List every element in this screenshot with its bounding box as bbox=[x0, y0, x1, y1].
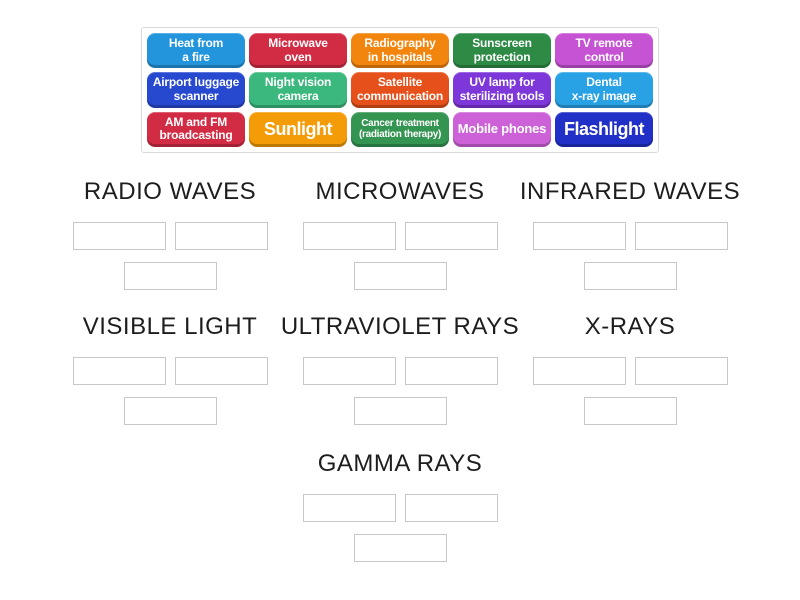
drop-slot[interactable] bbox=[532, 222, 626, 250]
slot-row bbox=[275, 397, 525, 425]
tile-uv-lamp[interactable]: UV lamp for sterilizing tools bbox=[453, 72, 551, 108]
drop-slot[interactable] bbox=[174, 357, 268, 385]
slot-row bbox=[505, 397, 755, 425]
group-title-x-rays: X-RAYS bbox=[584, 313, 676, 340]
group-title-ultraviolet-rays: ULTRAVIOLET RAYS bbox=[280, 313, 520, 340]
tile-sunlight[interactable]: Sunlight bbox=[249, 111, 347, 147]
drop-slot[interactable] bbox=[353, 534, 447, 562]
drop-slot[interactable] bbox=[404, 494, 498, 522]
drop-slot[interactable] bbox=[302, 357, 396, 385]
group-title-infrared-waves: INFRARED WAVES bbox=[519, 178, 741, 205]
tile-night-vision[interactable]: Night vision camera bbox=[249, 72, 347, 108]
tile-satellite[interactable]: Satellite communication bbox=[351, 72, 449, 108]
tile-sunscreen[interactable]: Sunscreen protection bbox=[453, 33, 551, 69]
tile-tv-remote[interactable]: TV remote control bbox=[555, 33, 653, 69]
slot-row bbox=[275, 534, 525, 562]
drop-slot[interactable] bbox=[532, 357, 626, 385]
drop-slot[interactable] bbox=[353, 262, 447, 290]
drop-slot[interactable] bbox=[302, 222, 396, 250]
group-visible-light: VISIBLE LIGHT bbox=[45, 315, 295, 425]
group-x-rays: X-RAYS bbox=[505, 315, 755, 425]
tile-bank: Heat from a fire Microwave oven Radiogra… bbox=[141, 27, 659, 153]
drop-slot[interactable] bbox=[634, 357, 728, 385]
group-title-microwaves: MICROWAVES bbox=[315, 178, 485, 205]
tile-heat-from-a-fire[interactable]: Heat from a fire bbox=[147, 33, 245, 69]
drop-slot[interactable] bbox=[174, 222, 268, 250]
group-title-visible-light: VISIBLE LIGHT bbox=[82, 313, 258, 340]
drop-slot[interactable] bbox=[72, 357, 166, 385]
tile-am-fm-broadcasting[interactable]: AM and FM broadcasting bbox=[147, 111, 245, 147]
slot-row bbox=[45, 262, 295, 290]
group-gamma-rays: GAMMA RAYS bbox=[275, 452, 525, 562]
group-ultraviolet-rays: ULTRAVIOLET RAYS bbox=[275, 315, 525, 425]
slot-row bbox=[45, 397, 295, 425]
drop-slot[interactable] bbox=[123, 397, 217, 425]
group-infrared-waves: INFRARED WAVES bbox=[505, 180, 755, 290]
drop-slot[interactable] bbox=[302, 494, 396, 522]
tile-flashlight[interactable]: Flashlight bbox=[555, 111, 653, 147]
slot-row bbox=[505, 357, 755, 385]
tile-mobile-phones[interactable]: Mobile phones bbox=[453, 111, 551, 147]
tile-cancer-treatment[interactable]: Cancer treatment (radiation therapy) bbox=[351, 111, 449, 147]
slot-row bbox=[505, 222, 755, 250]
group-radio-waves: RADIO WAVES bbox=[45, 180, 295, 290]
tile-microwave-oven[interactable]: Microwave oven bbox=[249, 33, 347, 69]
slot-row bbox=[45, 357, 295, 385]
tile-airport-scanner[interactable]: Airport luggage scanner bbox=[147, 72, 245, 108]
group-title-radio-waves: RADIO WAVES bbox=[83, 178, 257, 205]
drop-slot[interactable] bbox=[583, 262, 677, 290]
group-title-gamma-rays: GAMMA RAYS bbox=[317, 450, 483, 477]
slot-row bbox=[275, 262, 525, 290]
drop-slot[interactable] bbox=[123, 262, 217, 290]
drop-slot[interactable] bbox=[404, 357, 498, 385]
slot-row bbox=[505, 262, 755, 290]
drop-slot[interactable] bbox=[353, 397, 447, 425]
group-microwaves: MICROWAVES bbox=[275, 180, 525, 290]
drop-slot[interactable] bbox=[404, 222, 498, 250]
slot-row bbox=[275, 222, 525, 250]
drop-slot[interactable] bbox=[634, 222, 728, 250]
drop-slot[interactable] bbox=[72, 222, 166, 250]
drop-slot[interactable] bbox=[583, 397, 677, 425]
slot-row bbox=[275, 494, 525, 522]
tile-radiography[interactable]: Radiography in hospitals bbox=[351, 33, 449, 69]
slot-row bbox=[45, 222, 295, 250]
tile-dental-xray[interactable]: Dental x-ray image bbox=[555, 72, 653, 108]
slot-row bbox=[275, 357, 525, 385]
